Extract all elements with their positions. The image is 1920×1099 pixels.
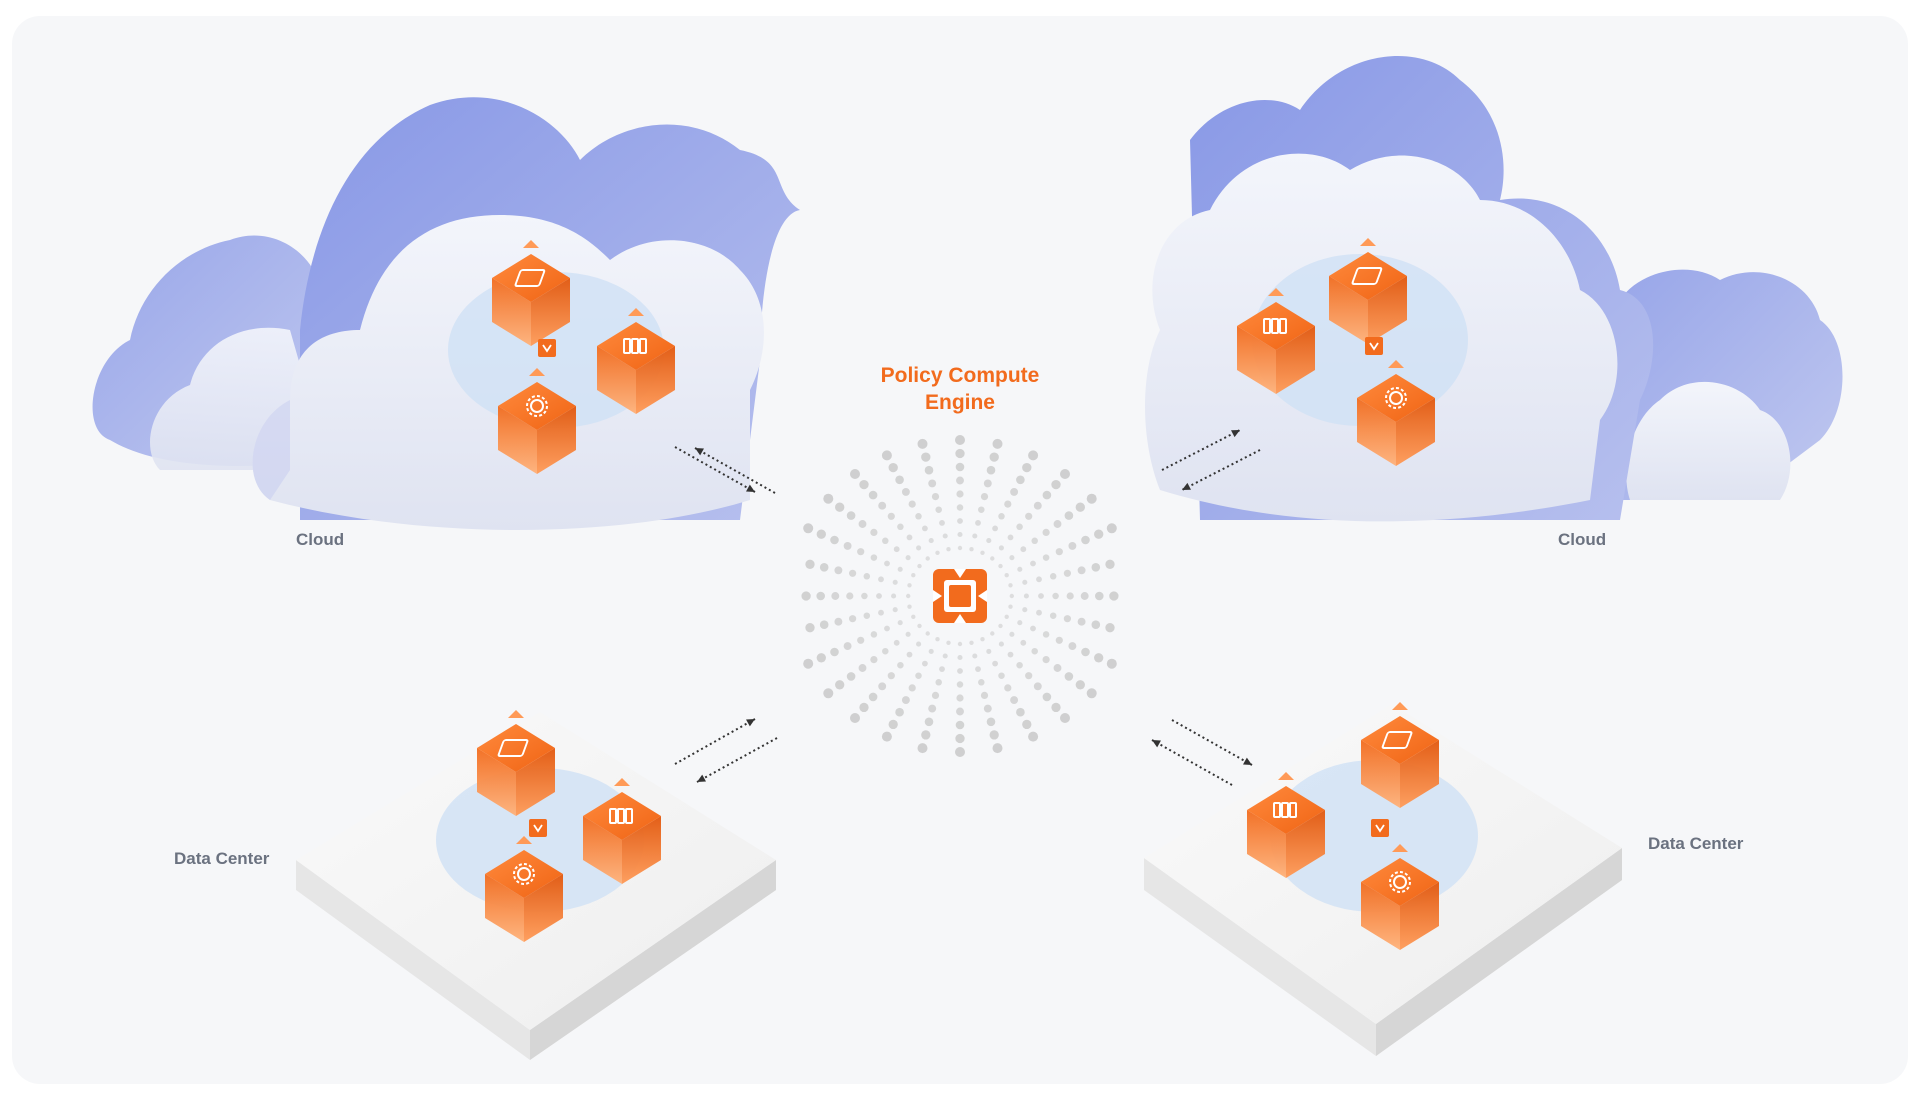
- dotted-arrow: [1151, 739, 1233, 786]
- policy-agent-icon: [1371, 819, 1389, 837]
- dotted-arrow: [1161, 429, 1241, 471]
- service-cube: [1329, 238, 1407, 344]
- service-cube: [492, 240, 570, 346]
- policy-agent-icon: [538, 339, 556, 357]
- policy-agent-icon: [529, 819, 547, 837]
- dotted-arrow: [1181, 449, 1261, 491]
- window-icon: [514, 269, 546, 287]
- cloud-right-label: Cloud: [1558, 530, 1607, 549]
- service-cube: [485, 836, 563, 942]
- service-cube: [477, 710, 555, 816]
- window-icon: [497, 739, 529, 757]
- dotted-arrow: [1171, 719, 1253, 766]
- refresh-cycle-icon: [933, 569, 987, 623]
- service-cube: [1237, 288, 1315, 394]
- service-cube: [498, 368, 576, 474]
- engine-dot-field: [801, 435, 1119, 757]
- window-icon: [1351, 267, 1383, 285]
- dotted-arrow: [694, 447, 776, 494]
- server-rack-icon: [1263, 318, 1287, 334]
- service-cube: [1361, 702, 1439, 808]
- gear-icon: [1389, 871, 1411, 893]
- dotted-arrow: [674, 446, 756, 493]
- gear-icon: [513, 863, 535, 885]
- server-rack-icon: [609, 808, 633, 824]
- window-icon: [1381, 731, 1413, 749]
- dotted-arrow: [674, 718, 756, 765]
- connection-arrows: [674, 429, 1261, 786]
- gear-icon: [526, 395, 548, 417]
- service-cube: [1361, 844, 1439, 950]
- service-cube: [583, 778, 661, 884]
- server-rack-icon: [623, 338, 647, 354]
- cloud-right-cluster-zone: [1252, 254, 1468, 426]
- service-cube: [1357, 360, 1435, 466]
- engine-title-line2: Engine: [924, 391, 995, 414]
- policy-agent-icon: [1365, 337, 1383, 355]
- datacenter-right-label: Data Center: [1648, 834, 1744, 853]
- cloud-left-label: Cloud: [296, 530, 345, 549]
- engine-title-line1: Policy Compute: [880, 364, 1040, 387]
- service-cube: [597, 308, 675, 414]
- server-rack-icon: [1273, 802, 1297, 818]
- service-cube: [1247, 772, 1325, 878]
- dotted-arrow: [696, 737, 778, 783]
- engine-title: Policy Compute Engine: [810, 362, 1110, 416]
- datacenter-left-label: Data Center: [174, 849, 270, 868]
- gear-icon: [1385, 387, 1407, 409]
